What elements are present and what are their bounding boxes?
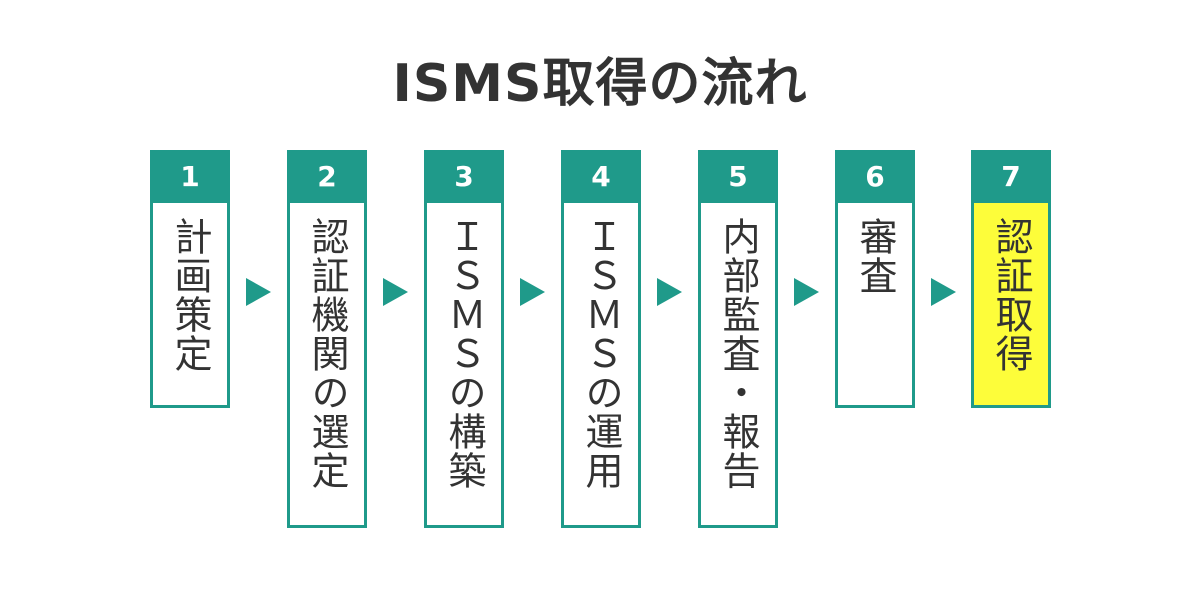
arrow-right-icon [931,278,956,306]
step-box: 認証機関の選定 [287,203,367,528]
step-box-highlighted: 認証取得 [971,203,1051,408]
arrow-right-icon [383,278,408,306]
step-label: 審査 [853,217,897,295]
step-number: 7 [971,150,1051,203]
step-label: 計画策定 [168,217,212,373]
step-box: 審査 [835,203,915,408]
arrow-right-icon [657,278,682,306]
step-label: 内部監査・報告 [716,217,760,490]
arrow-right-icon [246,278,271,306]
step-number: 5 [698,150,778,203]
step-label: 認証機関の選定 [305,217,349,490]
step-number: 6 [835,150,915,203]
step-label: ＩＳＭＳの構築 [442,217,486,490]
step-label: ＩＳＭＳの運用 [579,217,623,490]
arrow-right-icon [520,278,545,306]
page-title: ISMS取得の流れ [392,54,808,114]
step-3: 3 ＩＳＭＳの構築 [424,150,504,528]
step-number: 4 [561,150,641,203]
step-box: 内部監査・報告 [698,203,778,528]
step-2: 2 認証機関の選定 [287,150,367,528]
step-5: 5 内部監査・報告 [698,150,778,528]
step-box: 計画策定 [150,203,230,408]
step-1: 1 計画策定 [150,150,230,408]
step-7: 7 認証取得 [971,150,1051,408]
step-6: 6 審査 [835,150,915,408]
step-4: 4 ＩＳＭＳの運用 [561,150,641,528]
step-number: 1 [150,150,230,203]
step-number: 3 [424,150,504,203]
arrow-right-icon [794,278,819,306]
step-number: 2 [287,150,367,203]
step-box: ＩＳＭＳの運用 [561,203,641,528]
step-label: 認証取得 [989,217,1033,373]
step-box: ＩＳＭＳの構築 [424,203,504,528]
